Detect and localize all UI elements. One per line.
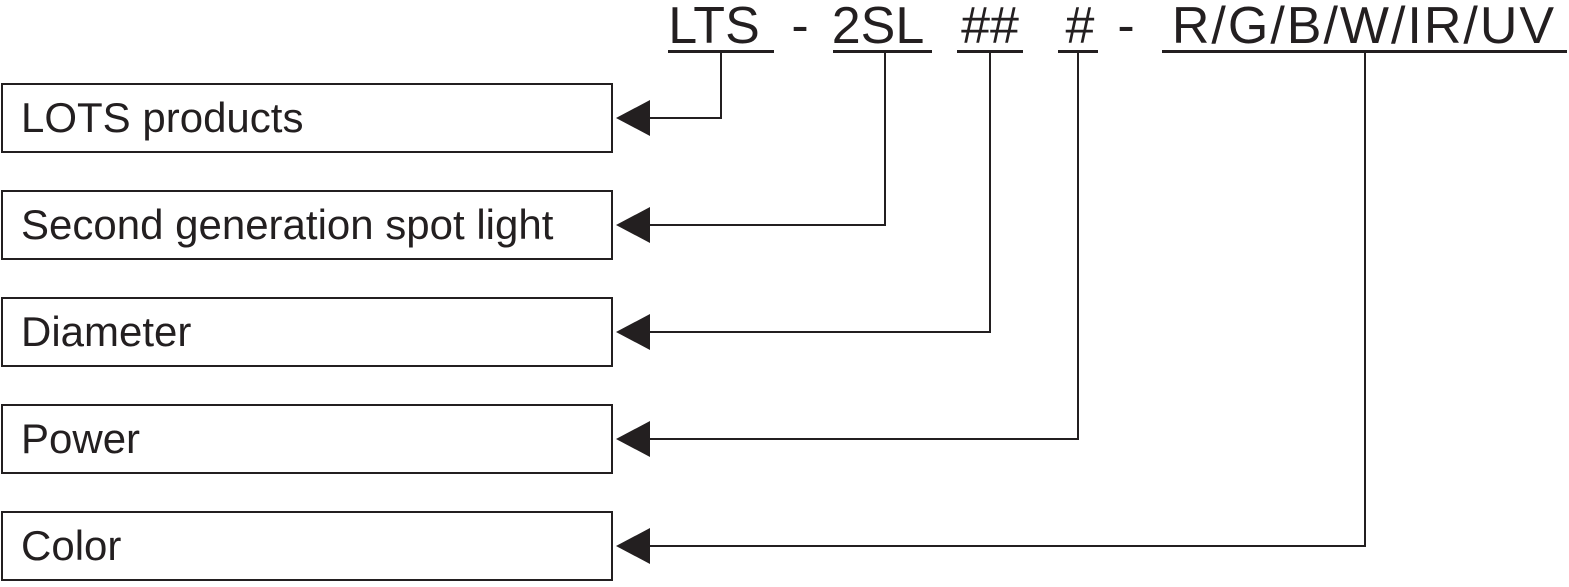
part-number-title: LTS - 2SL ## # - R/G/B/W/IR/UV bbox=[0, 0, 1569, 54]
arrowheads bbox=[616, 100, 650, 564]
arrowhead-second-generation bbox=[616, 207, 650, 243]
connector-codes-to-color bbox=[646, 51, 1366, 547]
label-box-second-generation: Second generation spot light bbox=[1, 190, 613, 260]
label-text-diameter: Diameter bbox=[21, 308, 192, 355]
arrowhead-power bbox=[616, 421, 650, 457]
arrowhead-diameter bbox=[616, 314, 650, 350]
segment-lts: LTS bbox=[668, 0, 760, 55]
segment-hyphen-2: - bbox=[1117, 0, 1135, 55]
arrowhead-lots-products bbox=[616, 100, 650, 136]
label-box-color: Color bbox=[1, 511, 613, 581]
segment-hyphen-1: - bbox=[791, 0, 809, 55]
connector-lines bbox=[646, 51, 1366, 547]
segment-2sl: 2SL bbox=[831, 0, 925, 55]
label-box-lots-products: LOTS products bbox=[1, 83, 613, 153]
segment-power-code: # bbox=[1065, 0, 1095, 55]
connector-hash-to-power bbox=[646, 51, 1079, 440]
segment-color-codes: R/G/B/W/IR/UV bbox=[1171, 0, 1557, 55]
arrowhead-color bbox=[616, 528, 650, 564]
label-box-diameter: Diameter bbox=[1, 297, 613, 367]
label-text-power: Power bbox=[21, 415, 141, 462]
label-text-second-generation: Second generation spot light bbox=[21, 201, 554, 248]
segment-diameter-code: ## bbox=[961, 0, 1019, 55]
connector-lts-to-lots-products bbox=[646, 51, 722, 119]
label-text-color: Color bbox=[21, 522, 122, 569]
label-text-lots-products: LOTS products bbox=[21, 94, 304, 141]
connector-2sl-to-second-generation bbox=[646, 51, 886, 226]
connector-hashes-to-diameter bbox=[646, 51, 991, 333]
label-box-power: Power bbox=[1, 404, 613, 474]
